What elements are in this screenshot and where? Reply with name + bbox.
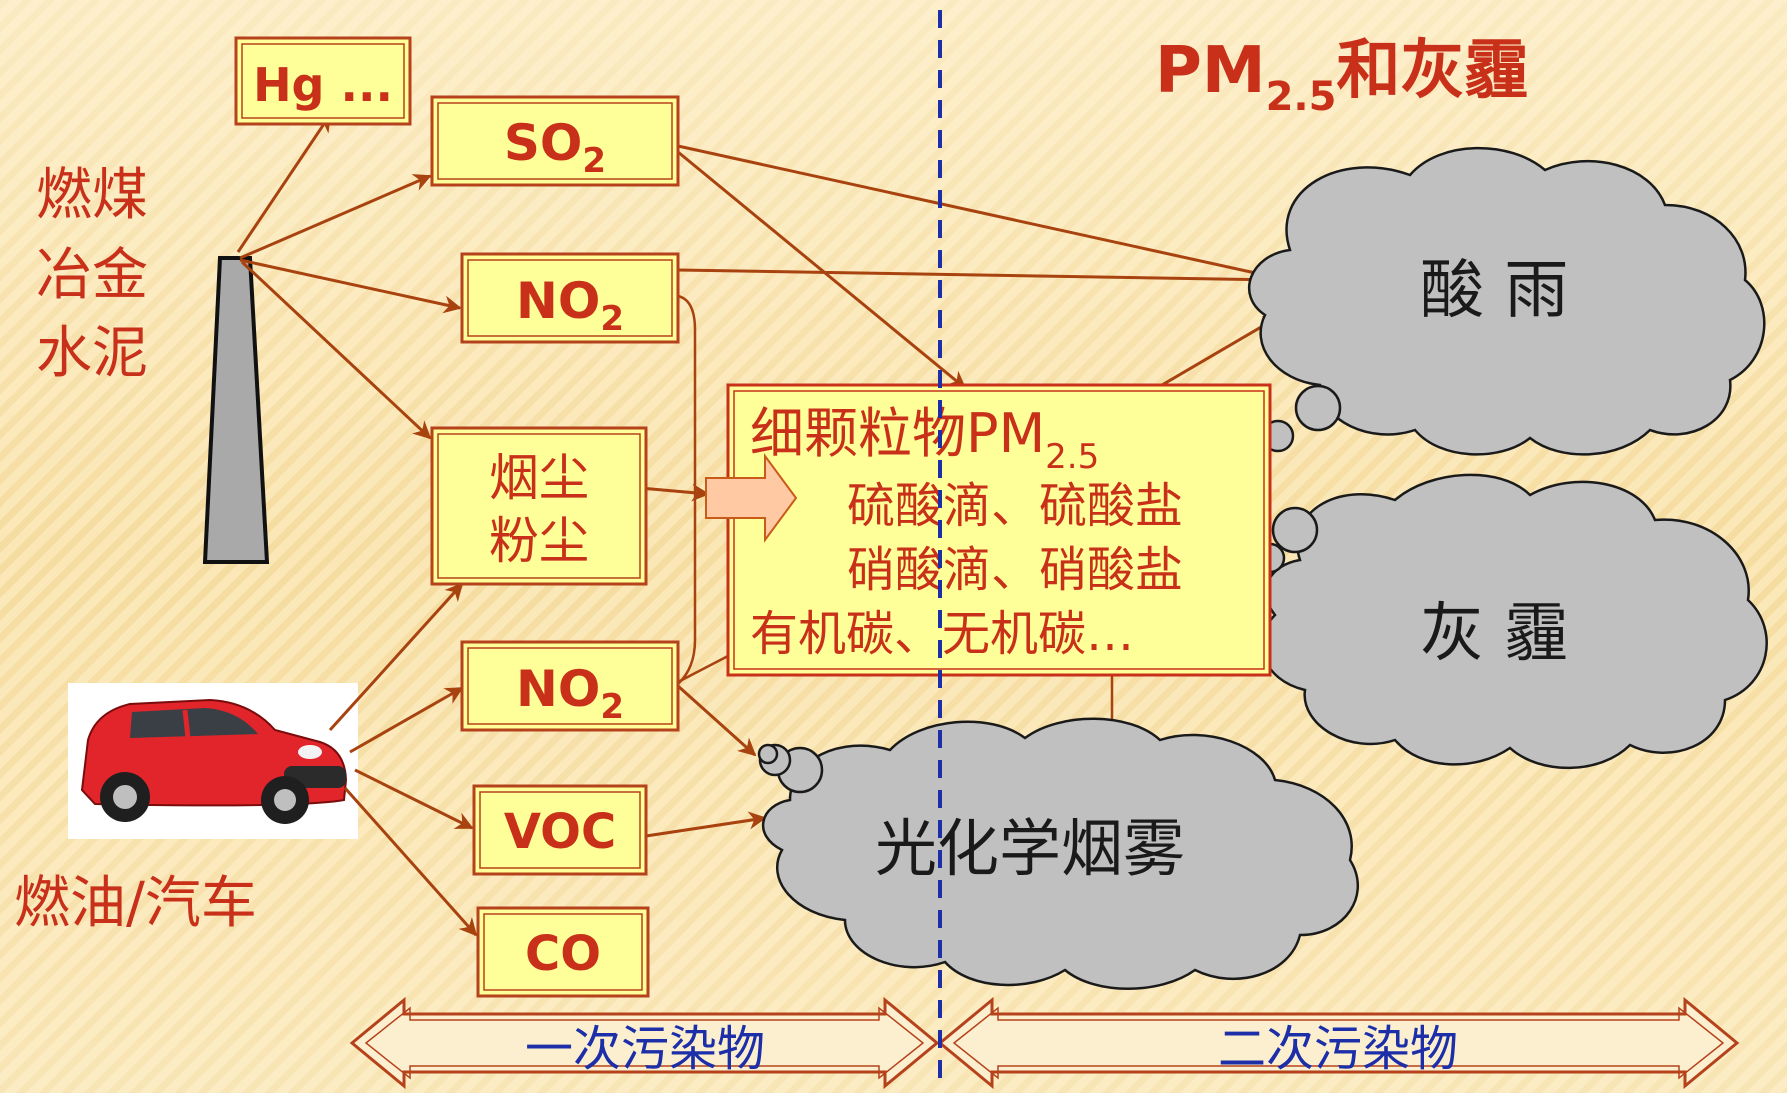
cloud-smog: 光化学烟雾 <box>757 717 1360 990</box>
pollutant-box-co: CO <box>476 906 650 998</box>
car-arrows <box>328 582 478 937</box>
source-label-metallurgy: 冶金 <box>36 243 148 308</box>
pollutant-box-hg: Hg ... <box>234 36 412 126</box>
page-title: PM2.5和灰霾 <box>1155 34 1528 120</box>
source-label-fuel-vehicle: 燃油/汽车 <box>14 871 257 936</box>
particles-line-sulfate: 硫酸滴、硫酸盐 <box>847 478 1183 534</box>
arrow-dust-to-particles <box>639 483 710 502</box>
arrow-no2-to-smog <box>676 684 757 757</box>
inflow-block-arrow-icon <box>705 452 798 544</box>
smoke-dust-label: 烟尘 <box>489 449 589 507</box>
fine-particles-title: 细颗粒物PM2.5 <box>750 402 1099 477</box>
pollutant-box-so2: SO2 <box>430 95 680 187</box>
arrow-chimney-to-hg <box>236 113 332 253</box>
so2-label: SO2 <box>504 114 606 181</box>
fine-particles-frame <box>726 383 1272 677</box>
cloud-acid-rain: 酸 雨 <box>1247 146 1766 456</box>
car-icon <box>68 683 358 839</box>
fine-particles-box: 细颗粒物PM2.5 硫酸滴、硫酸盐 硝酸滴、硝酸盐 有机碳、无机碳… <box>705 383 1272 677</box>
no2-bottom-label: NO2 <box>516 660 624 727</box>
source-label-cement: 水泥 <box>36 321 148 386</box>
no2-top-label: NO2 <box>516 272 624 339</box>
secondary-pollutants-label: 二次污染物 <box>1218 1021 1458 1077</box>
arrow-no2-to-particles-stub <box>677 654 729 684</box>
arrow-car-to-dust <box>328 582 464 732</box>
particles-line-carbon: 有机碳、无机碳… <box>750 606 1134 662</box>
haze-label: 灰 霾 <box>1420 597 1568 671</box>
source-label-coal: 燃煤 <box>36 163 148 228</box>
voc-label: VOC <box>504 804 616 860</box>
arrow-no2-to-acid-rain <box>677 268 1277 289</box>
primary-pollutants-bar: 一次污染物 <box>349 996 940 1090</box>
powder-dust-label: 粉尘 <box>489 512 589 570</box>
particles-line-nitrate: 硝酸滴、硝酸盐 <box>847 542 1183 598</box>
co-label: CO <box>525 926 601 982</box>
arrow-chimney-to-dust <box>240 260 432 440</box>
hg-label: Hg ... <box>253 58 393 112</box>
fine-particles-inner-frame <box>733 390 1265 670</box>
chimney-arrows <box>236 113 462 440</box>
arrow-so2-to-acid-rain <box>677 144 1280 284</box>
cloud-haze: 灰 霾 <box>1254 473 1768 770</box>
pollutant-box-dust: 烟尘 粉尘 <box>430 426 648 586</box>
arrow-car-to-voc <box>354 768 474 830</box>
smog-label: 光化学烟雾 <box>875 812 1185 885</box>
acid-rain-label: 酸 雨 <box>1420 254 1568 328</box>
arrow-so2-to-particles <box>677 150 967 390</box>
arrow-chimney-to-no2 <box>239 258 462 314</box>
arrow-voc-to-smog <box>645 811 767 838</box>
pollutant-box-no2-bottom: NO2 <box>460 640 680 732</box>
arrow-chimney-to-so2 <box>239 174 432 260</box>
arrow-car-to-co <box>343 787 478 937</box>
arrow-car-to-no2 <box>349 686 464 754</box>
pollutant-box-voc: VOC <box>472 784 648 876</box>
primary-pollutants-label: 一次污染物 <box>525 1021 765 1077</box>
pollutant-box-no2-top: NO2 <box>460 252 680 344</box>
secondary-pollutants-bar: 二次污染物 <box>937 996 1740 1090</box>
